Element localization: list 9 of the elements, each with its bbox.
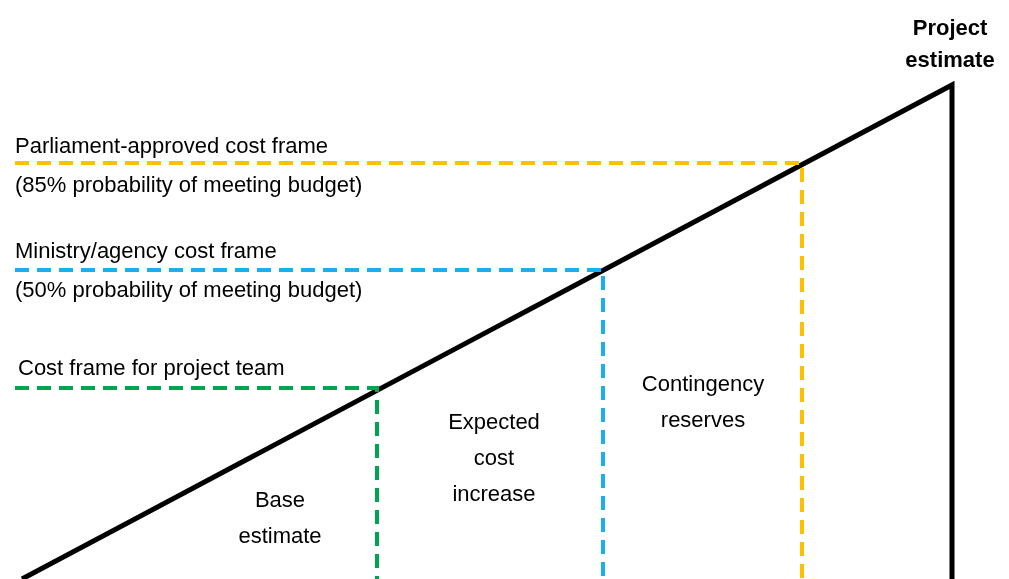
region-label: Base estimate xyxy=(237,486,323,550)
cost-frame-label: Parliament-approved cost frame xyxy=(15,133,329,159)
probability-note: (85% probability of meeting budget) xyxy=(15,172,363,198)
cost-frame-label: Ministry/agency cost frame xyxy=(15,238,277,264)
region-label: Expected cost increase xyxy=(447,408,541,508)
apex-label: Project estimate xyxy=(904,14,996,74)
probability-note: (50% probability of meeting budget) xyxy=(15,277,363,303)
cost-frame-label: Cost frame for project team xyxy=(18,355,285,381)
region-label: Contingency reserves xyxy=(640,370,766,434)
